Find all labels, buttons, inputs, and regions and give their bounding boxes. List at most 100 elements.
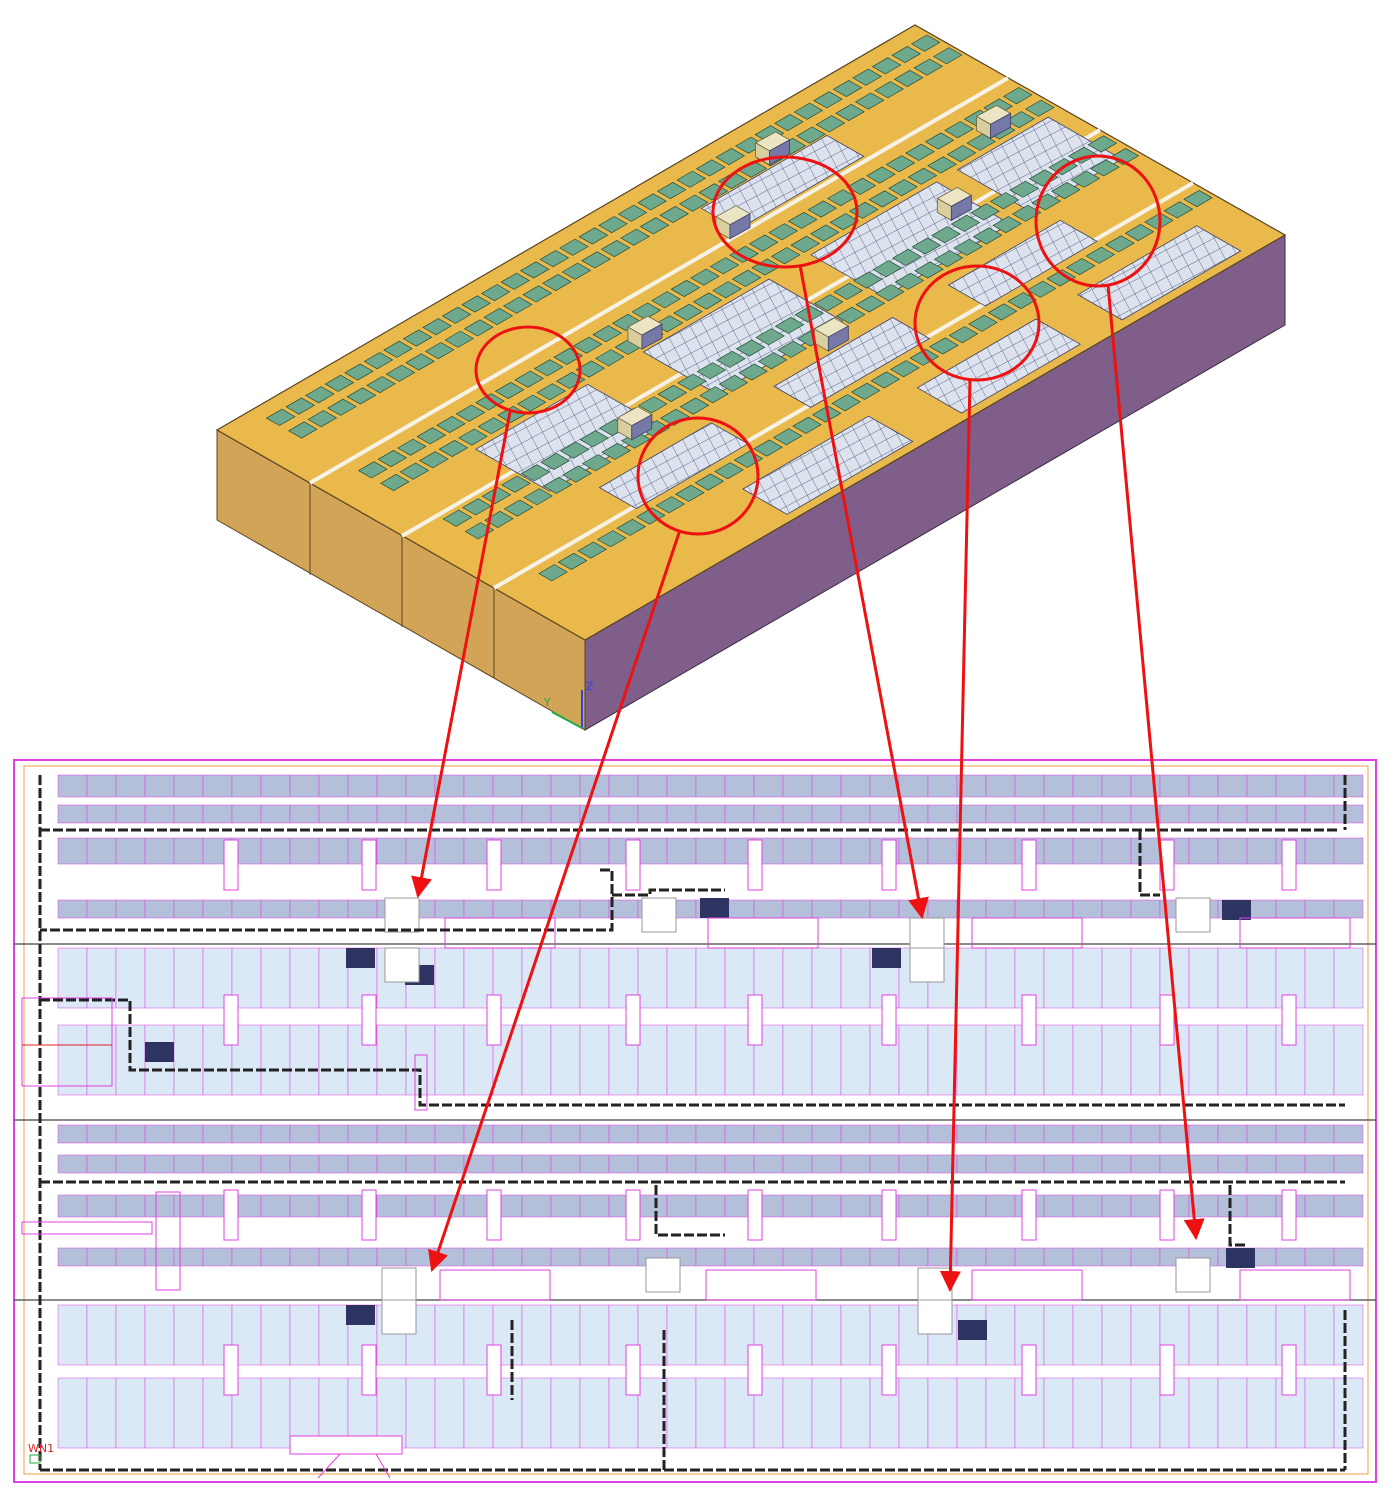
plan-cell bbox=[1188, 804, 1219, 824]
plan-cell bbox=[1101, 1247, 1132, 1267]
plan-cell bbox=[1246, 1377, 1277, 1449]
plan-cell bbox=[57, 899, 88, 919]
plan-cell bbox=[115, 1377, 146, 1449]
plan-cell bbox=[1304, 947, 1335, 1009]
solar-panel bbox=[366, 376, 396, 394]
plan-column-slot bbox=[223, 1189, 239, 1241]
plan-cell bbox=[521, 899, 552, 919]
plan-cell bbox=[86, 804, 117, 824]
plan-cell bbox=[492, 1154, 523, 1174]
plan-cell bbox=[115, 774, 146, 798]
plan-cell bbox=[1217, 774, 1248, 798]
plan-cell bbox=[86, 1194, 117, 1218]
rooftop-unit-shadow bbox=[950, 194, 972, 222]
plan-cell bbox=[202, 1247, 233, 1267]
plan-cell bbox=[260, 899, 291, 919]
plan-cell bbox=[811, 1024, 842, 1096]
plan-cell bbox=[318, 1124, 349, 1144]
plan-band-dividers bbox=[14, 943, 1376, 1301]
callout-arrow-1 bbox=[411, 411, 512, 899]
solar-panel bbox=[696, 362, 727, 380]
solar-panel bbox=[892, 248, 922, 266]
plan-cell bbox=[869, 1247, 900, 1267]
plan-cell bbox=[579, 947, 610, 1009]
plan-cell bbox=[869, 899, 900, 919]
plan-cell bbox=[550, 1024, 581, 1096]
plan-cell bbox=[608, 1124, 639, 1144]
plan-cell bbox=[1246, 1024, 1277, 1096]
plan-cell bbox=[1333, 1377, 1364, 1449]
plan-cell bbox=[289, 837, 320, 865]
plan-cell bbox=[1130, 947, 1161, 1009]
solar-panel bbox=[1046, 269, 1077, 287]
plan-cell bbox=[115, 1304, 146, 1366]
plan-cell bbox=[579, 1377, 610, 1449]
plan-cell bbox=[1188, 1377, 1219, 1449]
plan-cell bbox=[1130, 1124, 1161, 1144]
solar-panel bbox=[579, 430, 610, 448]
solar-panel bbox=[523, 488, 553, 506]
solar-panel bbox=[494, 381, 525, 400]
plan-cell bbox=[1072, 1247, 1103, 1267]
solar-panel bbox=[872, 260, 903, 278]
solar-panel bbox=[893, 69, 924, 88]
plan-cell bbox=[956, 837, 987, 865]
plan-cell bbox=[811, 1377, 842, 1449]
plan-unit-outline bbox=[381, 1299, 417, 1335]
plan-cell bbox=[550, 1377, 581, 1449]
plan-cell bbox=[1188, 1024, 1219, 1096]
plan-column-slot bbox=[486, 1189, 502, 1241]
plan-cell bbox=[898, 899, 929, 919]
solar-panel bbox=[679, 397, 710, 415]
floor-plan: WN1 bbox=[13, 759, 1377, 1483]
solar-panel bbox=[1005, 111, 1036, 129]
plan-cell bbox=[695, 1154, 726, 1174]
plan-cell bbox=[1043, 1377, 1074, 1449]
plan-cell bbox=[985, 804, 1016, 824]
plan-cell bbox=[1304, 1304, 1335, 1366]
plan-cell bbox=[956, 1194, 987, 1218]
solar-panel bbox=[601, 442, 632, 460]
plan-column-slot bbox=[1159, 994, 1175, 1046]
solar-panel bbox=[1124, 223, 1155, 242]
solar-panel bbox=[692, 292, 723, 310]
plan-dark-cell bbox=[1222, 900, 1251, 920]
callout-circle-1 bbox=[474, 325, 582, 415]
rooftop-unit-shadow bbox=[631, 414, 653, 441]
plan-column-slot bbox=[361, 1344, 377, 1396]
plan-cell bbox=[231, 1247, 262, 1267]
solar-panel bbox=[885, 155, 916, 173]
solar-panel bbox=[596, 530, 627, 548]
solar-panel bbox=[620, 228, 650, 246]
plan-cell bbox=[724, 774, 755, 798]
solar-panel bbox=[660, 408, 690, 426]
solar-panel bbox=[748, 234, 779, 252]
plan-cell bbox=[347, 899, 378, 919]
solar-panel bbox=[307, 410, 338, 428]
plan-cell bbox=[260, 774, 291, 798]
plan-cell bbox=[318, 1304, 349, 1366]
plan-cell bbox=[579, 1247, 610, 1267]
plan-cell bbox=[86, 1304, 117, 1366]
plan-cell bbox=[1188, 774, 1219, 798]
plan-cell bbox=[173, 1304, 204, 1366]
plan-cell bbox=[144, 804, 175, 824]
plan-cell bbox=[260, 1377, 291, 1449]
plan-cell bbox=[1246, 947, 1277, 1009]
plan-cell bbox=[782, 1377, 813, 1449]
plan-cell bbox=[637, 1304, 668, 1366]
solar-panel bbox=[807, 200, 838, 218]
solar-panel bbox=[729, 245, 759, 263]
plan-cell bbox=[1130, 837, 1161, 865]
plan-cell bbox=[840, 947, 871, 1009]
plan-cell bbox=[927, 1024, 958, 1096]
rooftop-unit-shadow bbox=[827, 325, 849, 352]
skylight-grid bbox=[947, 219, 1098, 307]
plan-cell bbox=[1246, 837, 1277, 865]
plan-cell bbox=[608, 774, 639, 798]
plan-cell bbox=[985, 1194, 1016, 1218]
skylight-grid bbox=[742, 415, 914, 515]
solar-panel bbox=[924, 132, 955, 150]
solar-panel bbox=[616, 518, 647, 536]
solar-panel bbox=[1028, 169, 1059, 187]
